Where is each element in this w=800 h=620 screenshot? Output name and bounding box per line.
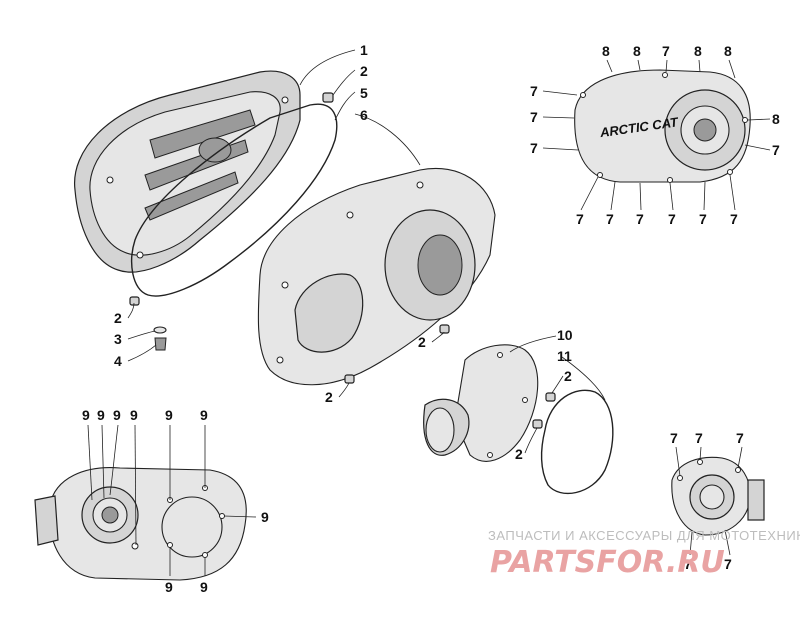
- callout-9: 9: [200, 579, 208, 595]
- callout-7: 7: [530, 83, 538, 99]
- callout-11: 11: [557, 348, 572, 364]
- duct-gasket: [540, 389, 614, 495]
- callout-9: 9: [130, 407, 138, 423]
- callout-7: 7: [530, 140, 538, 156]
- inner-clutch-cover: [257, 168, 496, 386]
- callout-9: 9: [113, 407, 121, 423]
- callout-7: 7: [576, 211, 584, 227]
- callout-9: 9: [97, 407, 105, 423]
- callout-3: 3: [114, 331, 122, 347]
- callout-6: 6: [360, 107, 368, 123]
- bottom-left-callouts: 9 9 9 9 9 9 9 9 9: [82, 407, 269, 595]
- watermark-tagline: ЗАПЧАСТИ И АКСЕССУАРЫ ДЛЯ МОТОТЕХНИКИ: [488, 528, 800, 543]
- bottom-left-cover: [34, 467, 247, 581]
- callout-2: 2: [114, 310, 122, 326]
- callout-7: 7: [724, 556, 732, 572]
- callout-7: 7: [606, 211, 614, 227]
- callout-7: 7: [699, 211, 707, 227]
- callout-7: 7: [662, 43, 670, 59]
- callout-8: 8: [772, 111, 780, 127]
- flange: [747, 479, 765, 521]
- watermark-brand: PARTSFOR.RU: [490, 545, 725, 580]
- duct-housing: [423, 344, 539, 462]
- callout-8: 8: [694, 43, 702, 59]
- watermark: ЗАПЧАСТИ И АКСЕССУАРЫ ДЛЯ МОТОТЕХНИКИ PA…: [488, 528, 800, 580]
- dowel-pin: [545, 392, 556, 402]
- callout-7: 7: [668, 211, 676, 227]
- callout-2: 2: [564, 368, 572, 384]
- callout-8: 8: [633, 43, 641, 59]
- callout-9: 9: [82, 407, 90, 423]
- top-right-cover: ARCTIC CAT: [574, 69, 751, 183]
- dowel-pin: [532, 419, 543, 429]
- callout-4: 4: [114, 353, 122, 369]
- callout-2: 2: [418, 334, 426, 350]
- callout-9: 9: [165, 579, 173, 595]
- callout-1: 1: [360, 42, 368, 58]
- callout-8: 8: [602, 43, 610, 59]
- callout-10: 10: [557, 327, 573, 343]
- callout-2: 2: [360, 63, 368, 79]
- callout-7: 7: [730, 211, 738, 227]
- outer-cover-gasket: [131, 103, 338, 297]
- outer-clutch-cover: [74, 70, 301, 273]
- callout-2: 2: [325, 389, 333, 405]
- callout-7: 7: [636, 211, 644, 227]
- duct-callouts: 10 11 2 2: [509, 327, 606, 462]
- callout-5: 5: [360, 85, 368, 101]
- group-a-callouts: 1 2 5 6 2 3 4 2 2: [114, 42, 445, 405]
- callout-7: 7: [695, 430, 703, 446]
- small-hardware: [129, 92, 450, 384]
- callout-7: 7: [530, 109, 538, 125]
- callout-7: 7: [684, 556, 692, 572]
- callout-9: 9: [200, 407, 208, 423]
- callout-9: 9: [261, 509, 269, 525]
- round-housing-callouts: 7 7 7 7 7: [670, 430, 744, 572]
- callout-7: 7: [772, 142, 780, 158]
- callout-7: 7: [736, 430, 744, 446]
- callout-8: 8: [724, 43, 732, 59]
- callout-9: 9: [165, 407, 173, 423]
- round-housing: [671, 456, 765, 536]
- callout-7: 7: [670, 430, 678, 446]
- callout-2: 2: [515, 446, 523, 462]
- top-right-callouts: 8 8 7 8 8 7 7 7 8 7 7 7 7 7 7 7: [530, 43, 780, 227]
